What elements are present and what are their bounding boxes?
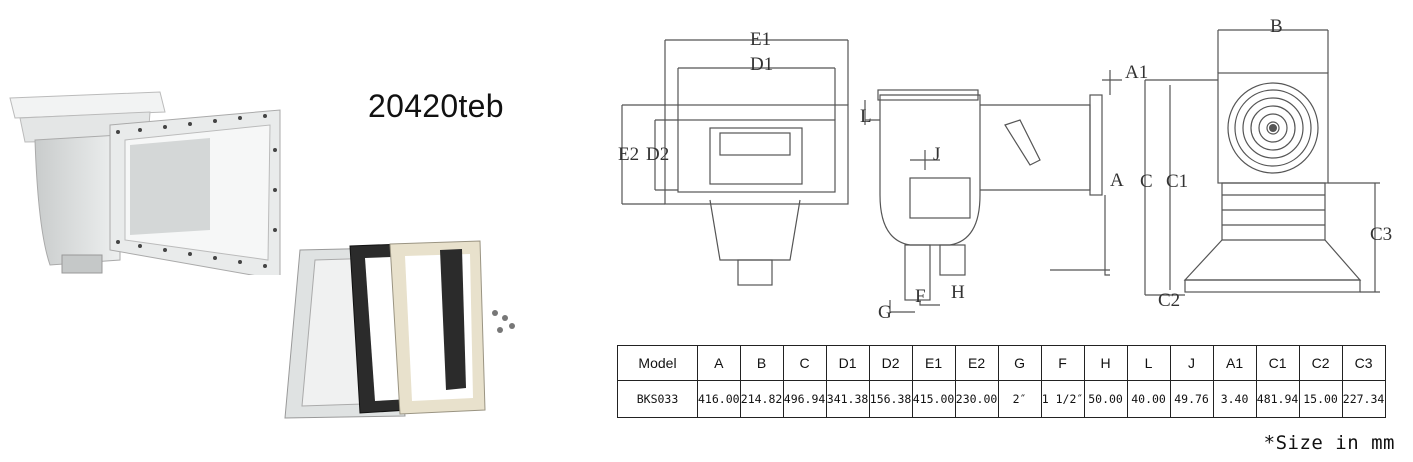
label-g: G xyxy=(878,302,892,323)
header-cell: L xyxy=(1126,345,1171,381)
table-cell: 481.94 xyxy=(1255,380,1300,418)
table-cell: 416.00 xyxy=(697,380,741,418)
table-cell: BKS033 xyxy=(617,380,698,418)
label-a: A xyxy=(1110,170,1124,191)
header-cell: B xyxy=(739,345,784,381)
table-cell: 415.00 xyxy=(911,380,956,418)
table-cell: 1 1/2″ xyxy=(1040,380,1085,418)
header-cell: C3 xyxy=(1341,345,1386,381)
table-cell: 156.38 xyxy=(868,380,913,418)
table-row: BKS033 416.00 214.82 496.94 341.38 156.3… xyxy=(617,380,1386,418)
table-cell: 496.94 xyxy=(782,380,827,418)
header-cell: E2 xyxy=(954,345,999,381)
header-cell: G xyxy=(997,345,1042,381)
label-d2: D2 xyxy=(646,144,669,165)
table-cell: 341.38 xyxy=(825,380,870,418)
table-cell: 40.00 xyxy=(1126,380,1171,418)
spec-table: Model A B C D1 D2 E1 E2 G F H L J A1 C1 … xyxy=(617,345,1386,418)
label-c3: C3 xyxy=(1370,224,1392,245)
label-e1: E1 xyxy=(750,29,771,50)
table-cell: 214.82 xyxy=(739,380,784,418)
table-cell: 15.00 xyxy=(1298,380,1343,418)
table-cell: 230.00 xyxy=(954,380,999,418)
header-cell: C xyxy=(782,345,827,381)
label-j: J xyxy=(933,144,940,165)
table-cell: 49.76 xyxy=(1169,380,1214,418)
label-e2: E2 xyxy=(618,144,639,165)
header-cell: F xyxy=(1040,345,1085,381)
header-cell: J xyxy=(1169,345,1214,381)
header-cell: C2 xyxy=(1298,345,1343,381)
label-c1: C1 xyxy=(1166,171,1188,192)
header-cell: A1 xyxy=(1212,345,1257,381)
table-cell: 2″ xyxy=(997,380,1042,418)
table-cell: 227.34 xyxy=(1341,380,1386,418)
label-c2: C2 xyxy=(1158,290,1180,311)
label-c: C xyxy=(1140,171,1153,192)
header-cell: D2 xyxy=(868,345,913,381)
label-b: B xyxy=(1270,16,1283,37)
header-cell: A xyxy=(697,345,741,381)
skimmer-photo xyxy=(9,91,281,275)
label-l: L xyxy=(860,106,872,127)
label-d1: D1 xyxy=(750,54,773,75)
header-cell: Model xyxy=(617,345,698,381)
header-cell: H xyxy=(1083,345,1128,381)
product-title: 20420teb xyxy=(368,88,504,124)
header-cell: C1 xyxy=(1255,345,1300,381)
header-cell: E1 xyxy=(911,345,956,381)
header-cell: D1 xyxy=(825,345,870,381)
table-cell: 50.00 xyxy=(1083,380,1128,418)
size-note: *Size in mm xyxy=(1263,432,1395,454)
technical-drawing: E1 D1 E2 D2 A1 A L J G F H B C C1 C2 C3 xyxy=(618,16,1392,323)
label-h: H xyxy=(951,282,965,303)
label-a1: A1 xyxy=(1125,62,1148,83)
label-f: F xyxy=(915,286,926,307)
table-cell: 3.40 xyxy=(1212,380,1257,418)
frame-gasket-photo xyxy=(284,240,515,419)
table-header-row: Model A B C D1 D2 E1 E2 G F H L J A1 C1 … xyxy=(617,345,1386,381)
